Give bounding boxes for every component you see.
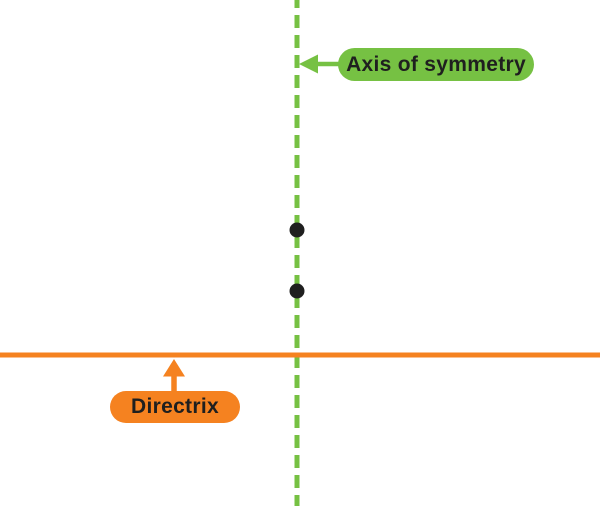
axis-callout-arrow: [299, 54, 340, 74]
axis-of-symmetry-label: Axis of symmetry: [338, 48, 534, 81]
directrix-label: Directrix: [110, 391, 240, 423]
upper-point-dot: [289, 222, 305, 238]
directrix-callout-arrow: [163, 359, 185, 392]
up-arrowhead-icon: [163, 359, 185, 377]
left-arrowhead-icon: [299, 54, 318, 74]
lower-point-dot: [289, 283, 305, 299]
